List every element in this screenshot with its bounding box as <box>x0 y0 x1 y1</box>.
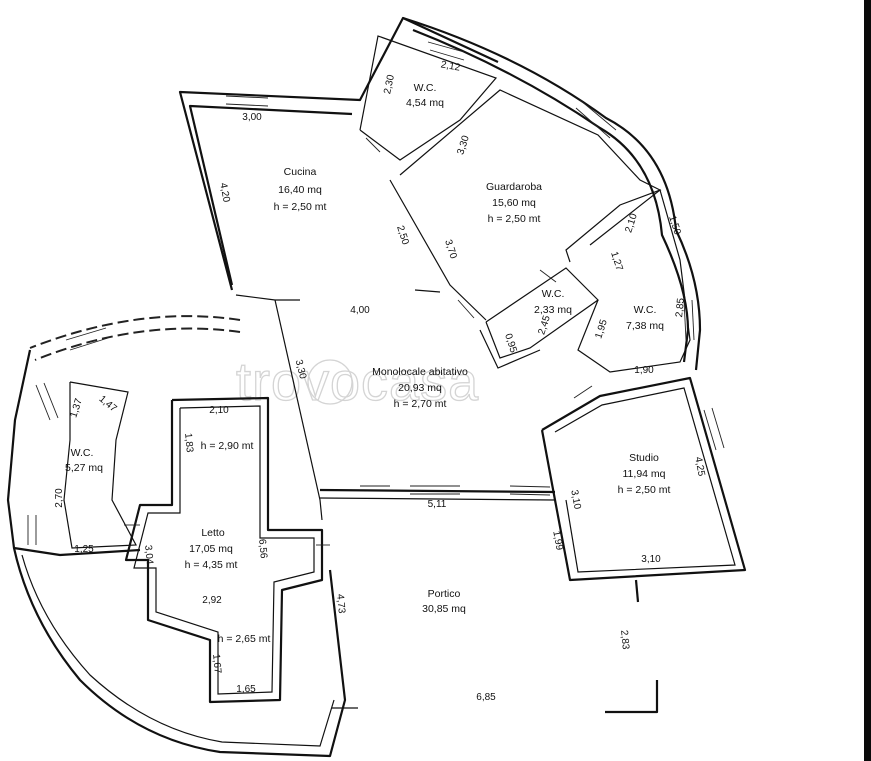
dim-label: 2,10 <box>623 212 640 234</box>
dimension-labels: 3,00 4,20 2,50 2,30 2,12 3,30 3,70 2,10 … <box>54 59 707 703</box>
dim-label: 3,30 <box>455 134 472 156</box>
dim-label: 1,47 <box>97 394 119 415</box>
room-name: W.C. <box>634 304 657 316</box>
dim-label: 1,67 <box>210 654 223 675</box>
room-height: h = 2,70 mt <box>394 398 447 410</box>
dim-label: 2,12 <box>440 59 462 73</box>
room-height: h = 4,35 mt <box>185 559 238 571</box>
room-height: h = 2,50 mt <box>488 213 541 225</box>
room-area: 30,85 mq <box>422 603 466 615</box>
room-letto: Letto 17,05 mq h = 4,35 mt <box>185 527 238 571</box>
dim-label: 6,56 <box>256 539 269 560</box>
room-name: W.C. <box>71 447 94 459</box>
dim-label: 6,85 <box>476 692 496 703</box>
windows <box>27 41 725 546</box>
dim-label: 2,50 <box>394 224 411 246</box>
dim-label: 1,25 <box>74 544 94 555</box>
dim-label: 1,50 <box>666 214 683 236</box>
room-area: 20,93 mq <box>398 382 442 394</box>
dim-label: 1,27 <box>608 250 625 272</box>
dim-label: 0,95 <box>502 332 519 354</box>
room-wc-small: W.C. 2,33 mq <box>534 288 572 316</box>
room-name: Letto <box>201 527 225 539</box>
scan-border <box>864 0 871 761</box>
dim-label: 2,83 <box>618 630 631 651</box>
room-area: 11,94 mq <box>623 468 666 480</box>
room-height: h = 2,50 mt <box>618 484 671 496</box>
room-name: W.C. <box>414 82 437 94</box>
dim-label: 4,00 <box>350 305 370 316</box>
room-area: 2,33 mq <box>534 304 572 316</box>
dim-label: 4,73 <box>334 594 347 615</box>
dim-label: 3,10 <box>641 554 661 565</box>
room-cucina: Cucina 16,40 mq h = 2,50 mt <box>274 166 327 213</box>
dim-label: 1,83 <box>182 433 195 454</box>
dim-label: 1,90 <box>634 365 654 376</box>
room-area: 16,40 mq <box>278 184 322 196</box>
room-area: 5,27 mq <box>65 462 103 474</box>
dim-label: 1,99 <box>550 530 564 552</box>
room-studio: Studio 11,94 mq h = 2,50 mt <box>618 452 671 496</box>
room-wc-right: W.C. 7,38 mq <box>626 304 664 332</box>
walls <box>6 16 747 758</box>
dim-label: 1,65 <box>236 684 256 695</box>
dim-label: 2,30 <box>382 73 397 95</box>
dim-label: 3,70 <box>442 238 459 260</box>
room-name: Cucina <box>284 166 317 178</box>
dim-label: 2,70 <box>54 488 65 508</box>
room-area: 15,60 mq <box>492 197 536 209</box>
room-area: 4,54 mq <box>406 97 444 109</box>
room-portico: Portico 30,85 mq <box>422 588 466 615</box>
dim-label: 4,20 <box>217 182 231 204</box>
room-area: 7,38 mq <box>626 320 664 332</box>
room-monolocale: Monolocale abitativo 20,93 mq h = 2,70 m… <box>372 366 468 410</box>
dim-label: 5,11 <box>428 499 447 510</box>
room-wc-top: W.C. 4,54 mq <box>406 82 444 109</box>
room-height: h = 2,50 mt <box>274 201 327 213</box>
dim-label: 3,30 <box>293 359 308 381</box>
watermark: trovocasa <box>236 352 479 412</box>
letto-lower-height: h = 2,65 mt <box>218 633 271 645</box>
dim-label: 3,00 <box>242 112 262 123</box>
room-name: Portico <box>428 588 461 600</box>
dim-label: 2,92 <box>202 595 222 606</box>
letto-upper-height: h = 2,90 mt <box>201 440 254 452</box>
room-name: W.C. <box>542 288 565 300</box>
dim-label: 1,37 <box>68 397 85 419</box>
room-guardaroba: Guardaroba 15,60 mq h = 2,50 mt <box>486 181 542 225</box>
room-name: Monolocale abitativo <box>372 366 468 378</box>
room-wc-left: W.C. 5,27 mq <box>65 447 103 474</box>
room-name: Guardaroba <box>486 181 542 193</box>
room-name: Studio <box>629 452 659 464</box>
watermark-logo-icon <box>307 359 353 405</box>
dim-label: 3,10 <box>568 489 582 511</box>
dim-label: 1,95 <box>593 318 610 340</box>
dim-label: 2,10 <box>209 405 229 416</box>
dim-label: 2,85 <box>674 297 687 318</box>
room-area: 17,05 mq <box>189 543 233 555</box>
dim-label: 3,04 <box>142 545 155 566</box>
dim-label: 4,25 <box>692 456 706 478</box>
